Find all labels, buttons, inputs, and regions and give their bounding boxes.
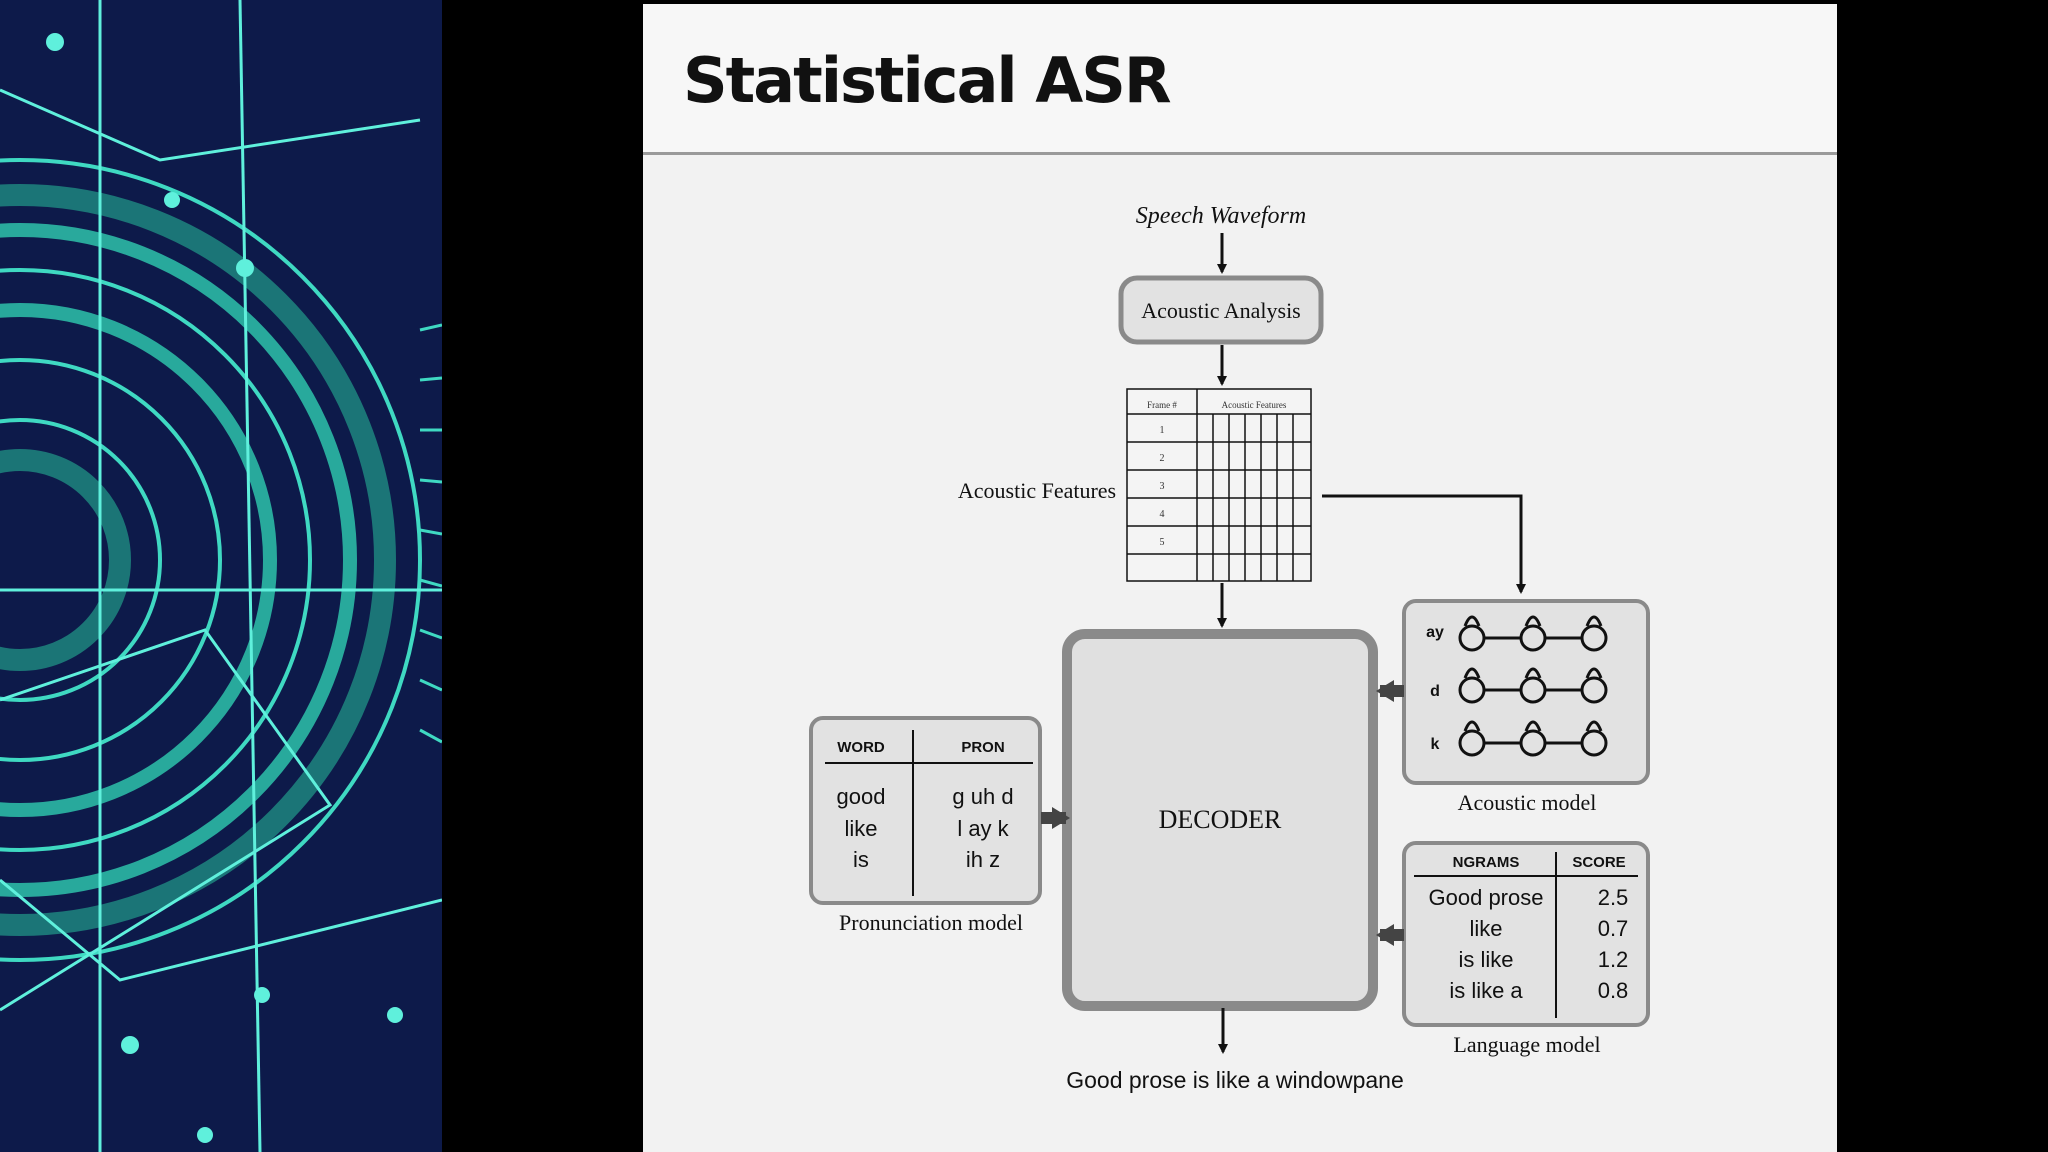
lm-header-score: SCORE [1572, 854, 1625, 871]
lm-score: 0.7 [1598, 916, 1629, 941]
phone-label: d [1430, 683, 1440, 700]
pron-word: like [844, 816, 877, 841]
acoustic-analysis-box [1118, 275, 1324, 345]
lm-score: 1.2 [1598, 947, 1629, 972]
feature-table-header-frame: Frame # [1147, 400, 1177, 410]
acoustic-model-caption: Acoustic model [1458, 790, 1597, 815]
slide-header: Statistical ASR [643, 4, 1837, 155]
lm-header-ngrams: NGRAMS [1453, 854, 1520, 871]
phone-label: ay [1426, 624, 1444, 641]
pron-value: l ay k [957, 816, 1009, 841]
slide: Statistical ASR Speech Waveform Acoustic… [643, 4, 1837, 1152]
acoustic-features-table [1126, 388, 1312, 582]
output-text: Good prose is like a windowpane [1066, 1067, 1404, 1093]
lm-ngram: like [1469, 916, 1502, 941]
pron-word: good [837, 784, 886, 809]
lm-ngram: is like a [1449, 978, 1523, 1003]
acoustic-features-label: Acoustic Features [958, 478, 1116, 503]
pronunciation-model-box [809, 716, 1042, 905]
lm-ngram: Good prose [1429, 885, 1544, 910]
decoder-label: DECODER [1159, 805, 1282, 834]
pron-value: ih z [966, 847, 1000, 872]
lm-score: 0.8 [1598, 978, 1629, 1003]
asr-diagram: Speech Waveform Acoustic Analysis Acoust… [809, 203, 1650, 1093]
frame-number: 1 [1160, 425, 1165, 436]
pron-word: is [853, 847, 869, 872]
frame-number: 3 [1160, 481, 1165, 492]
frame-number: 4 [1160, 509, 1165, 520]
decorative-circuit-art [0, 0, 442, 1152]
frame-number: 2 [1160, 453, 1165, 464]
pron-header-word: WORD [837, 739, 885, 756]
hmm-states [1458, 615, 1608, 757]
pron-value: g uh d [952, 784, 1013, 809]
slide-title: Statistical ASR [683, 44, 1172, 117]
speech-waveform-label: Speech Waveform [1136, 203, 1306, 229]
acoustic-analysis-label: Acoustic Analysis [1141, 298, 1301, 323]
pronunciation-model-caption: Pronunciation model [839, 910, 1023, 935]
language-model-caption: Language model [1453, 1032, 1600, 1057]
phone-label: k [1431, 736, 1440, 753]
lm-ngram: is like [1458, 947, 1513, 972]
pron-header-pron: PRON [961, 739, 1004, 756]
frame-number: 5 [1160, 537, 1165, 548]
arrow-features-to-acoustic-model [1322, 494, 1526, 594]
feature-table-header-features: Acoustic Features [1222, 400, 1287, 410]
lm-score: 2.5 [1598, 885, 1629, 910]
